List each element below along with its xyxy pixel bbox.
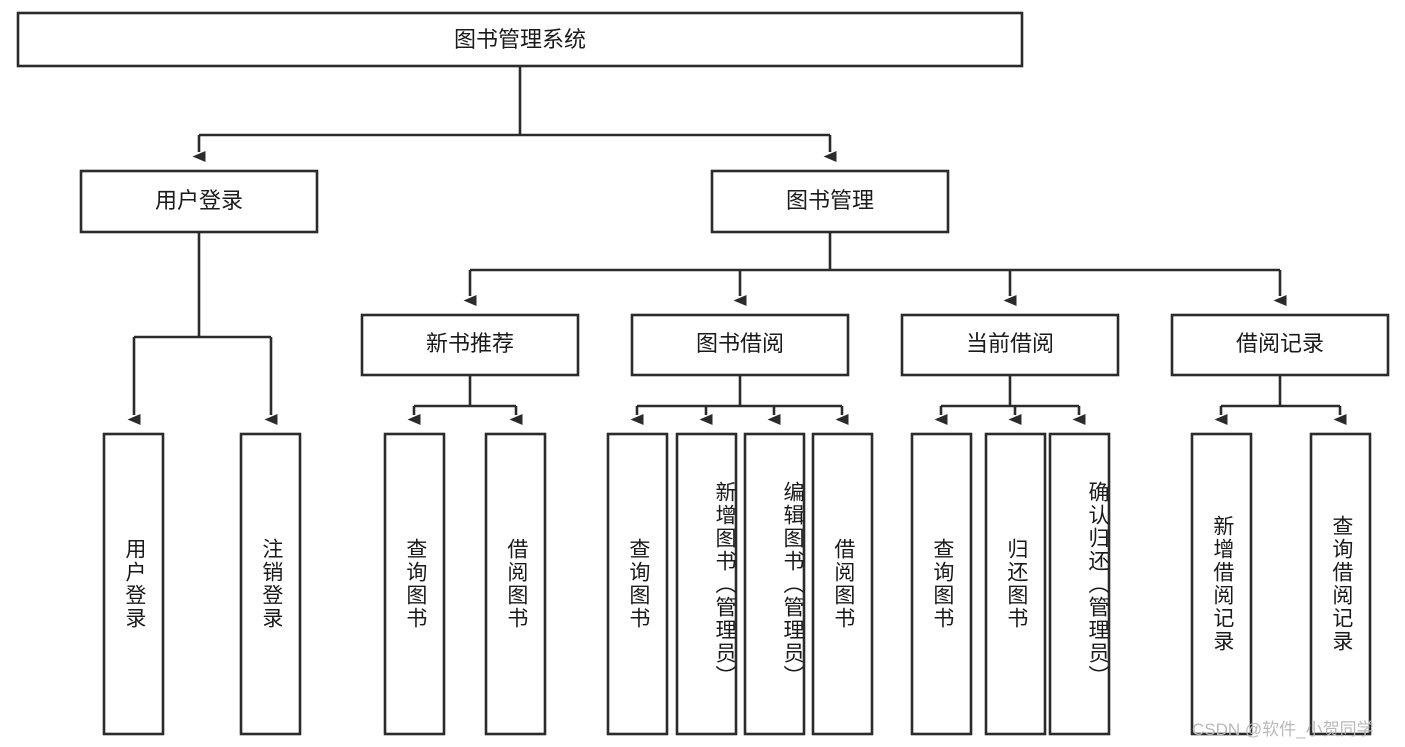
node-user-login[interactable]: 用户登录 (79, 169, 319, 234)
node-user-login-label: 用户登录 (155, 188, 243, 213)
leaf-box-borrow-book-recommend[interactable] (484, 432, 547, 736)
node-book-management-box[interactable] (710, 169, 950, 234)
node-user-login-box[interactable] (79, 169, 319, 234)
node-new-book-recommend[interactable]: 新书推荐 (360, 313, 580, 377)
leaf-box-borrow-book[interactable] (811, 432, 874, 736)
connector-group-book-management (463, 232, 1287, 306)
node-root-box[interactable] (16, 11, 1024, 68)
node-borrow-record[interactable]: 借阅记录 (1170, 313, 1390, 377)
csdn-watermark: CSDN @软件_小贺同学 (1192, 720, 1374, 739)
node-current-borrow-box[interactable] (900, 313, 1120, 377)
node-book-borrow-label: 图书借阅 (696, 331, 784, 356)
leaf-box-add-borrow-record[interactable] (1190, 432, 1253, 736)
connector-group-current-borrow (934, 375, 1086, 425)
connector-group-borrow-record (1214, 375, 1347, 425)
connector-group-user-login (127, 232, 278, 425)
leaf-box-query-book-borrow[interactable] (606, 432, 669, 736)
leaf-box-add-book-admin[interactable] (675, 432, 738, 736)
node-borrow-record-label: 借阅记录 (1236, 331, 1324, 356)
leaf-box-query-book-recommend[interactable] (383, 432, 446, 736)
node-current-borrow[interactable]: 当前借阅 (900, 313, 1120, 377)
node-book-borrow[interactable]: 图书借阅 (630, 313, 850, 377)
node-new-book-recommend-label: 新书推荐 (426, 331, 514, 356)
node-new-book-recommend-box[interactable] (360, 313, 580, 377)
node-book-management-label: 图书管理 (786, 188, 874, 213)
node-borrow-record-box[interactable] (1170, 313, 1390, 377)
leaf-box-user-login[interactable] (102, 432, 165, 736)
node-root-label: 图书管理系统 (454, 27, 586, 52)
node-current-borrow-label: 当前借阅 (966, 331, 1054, 356)
connector-group-root (192, 66, 837, 162)
node-book-management[interactable]: 图书管理 (710, 169, 950, 234)
node-root[interactable]: 图书管理系统 (16, 11, 1024, 68)
connector-group-new-book-recommend (407, 375, 523, 425)
leaf-box-return-book[interactable] (984, 432, 1047, 736)
leaf-box-query-book-current[interactable] (910, 432, 973, 736)
leaf-boxes (102, 432, 1372, 736)
leaf-box-logout-login[interactable] (239, 432, 302, 736)
leaf-box-edit-book-admin[interactable] (743, 432, 806, 736)
connector-group-book-borrow (630, 375, 849, 425)
leaf-box-query-borrow-record[interactable] (1309, 432, 1372, 736)
leaf-box-confirm-return-admin[interactable] (1048, 432, 1111, 736)
node-book-borrow-box[interactable] (630, 313, 850, 377)
